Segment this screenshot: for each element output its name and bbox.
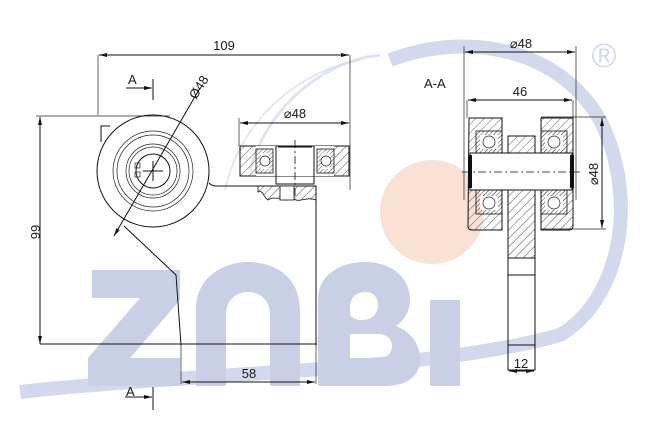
dim-wheel-diameter: Ø48 xyxy=(186,73,212,102)
watermark-letter-b xyxy=(318,262,420,386)
detail-view: ⌀48 xyxy=(238,106,350,201)
registered-mark: ® xyxy=(591,37,616,75)
section-mark-top: A xyxy=(128,72,137,87)
watermark-letter-i xyxy=(430,300,460,386)
section-view: A-A ⌀48 46 xyxy=(424,36,606,373)
front-view: 109 A 99 Ø48 58 A xyxy=(28,38,351,410)
watermark-swoosh-arc xyxy=(19,39,628,399)
dim-diameter-side: ⌀48 xyxy=(586,163,601,185)
dim-base-width: 58 xyxy=(242,366,256,381)
wheel-outer xyxy=(96,114,210,228)
dim-overall-width: 109 xyxy=(213,38,235,53)
dim-detail-diameter: ⌀48 xyxy=(284,106,306,121)
watermark-letter-z xyxy=(88,270,180,386)
section-title: A-A xyxy=(424,76,446,91)
watermark-peach-circle xyxy=(380,160,484,264)
watermark-letter-a xyxy=(196,262,300,386)
watermark: ® xyxy=(19,37,628,399)
dim-plate-thickness: 12 xyxy=(514,356,528,371)
dim-line-diag-48 xyxy=(113,87,201,237)
axle xyxy=(469,152,573,191)
section-mark-bottom: A xyxy=(126,384,135,399)
bracket-outline xyxy=(123,225,182,346)
dim-outer-diameter-top: ⌀48 xyxy=(510,36,532,51)
dim-height: 99 xyxy=(28,225,43,239)
dim-width: 46 xyxy=(513,84,527,99)
